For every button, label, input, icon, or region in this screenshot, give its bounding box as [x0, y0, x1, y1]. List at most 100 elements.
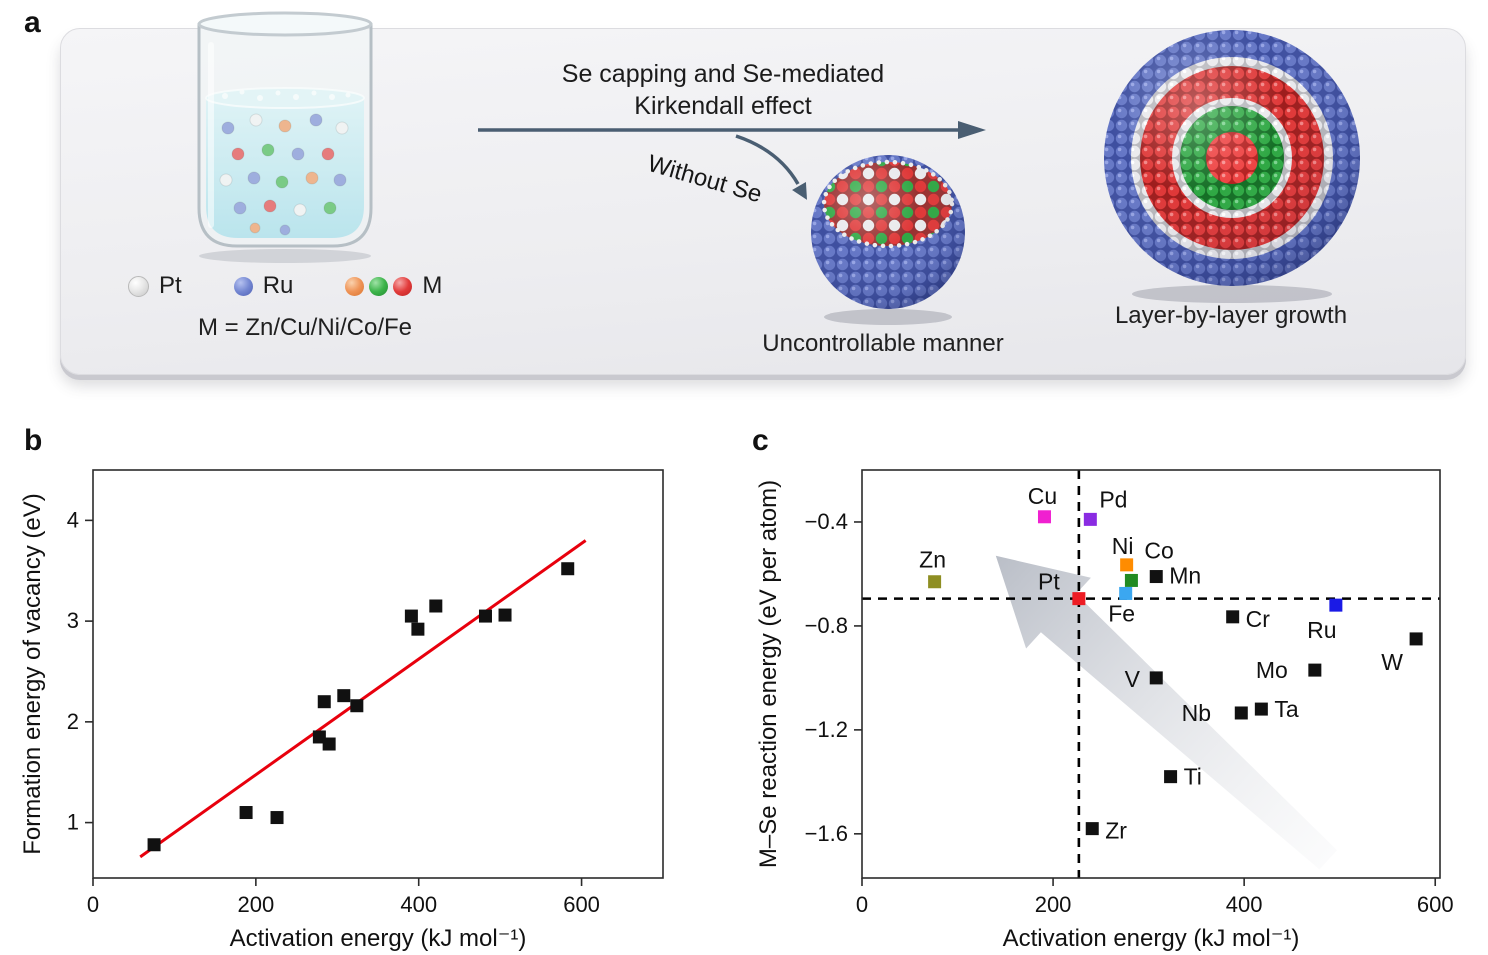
m-definition-label: M = Zn/Cu/Ni/Co/Fe: [197, 314, 413, 341]
data-point-zr: [1085, 822, 1099, 836]
reaction-arrow-caption: Se capping and Se-mediated Kirkendall ef…: [478, 58, 968, 122]
data-point-v: [1149, 671, 1163, 685]
data-point-ru: [1329, 598, 1343, 612]
data-point-mn: [1149, 570, 1163, 584]
reaction-caption-line2: Kirkendall effect: [634, 92, 812, 120]
data-point: [337, 689, 351, 703]
x-axis-label: Activation energy (kJ mol⁻¹): [230, 925, 527, 952]
surface-bubbles: [222, 89, 351, 101]
element-label-fe: Fe: [1108, 600, 1135, 626]
beaker-illustration: [197, 11, 373, 263]
x-tick-label: 600: [1417, 892, 1454, 917]
y-tick-label: −1.2: [805, 717, 848, 742]
y-tick-label: −0.8: [805, 613, 848, 638]
data-point: [322, 737, 336, 751]
x-tick-label: 200: [237, 892, 274, 917]
data-point-zn: [928, 575, 942, 589]
element-label-mn: Mn: [1169, 563, 1201, 589]
trend-arrow: [995, 555, 1337, 870]
data-point: [147, 838, 161, 852]
reaction-arrow: [478, 121, 986, 139]
layer-growth-caption: Layer-by-layer growth: [1114, 302, 1348, 329]
m-green-sphere-icon: [369, 276, 389, 296]
data-point-ti: [1164, 770, 1178, 784]
data-point-cu: [1037, 510, 1051, 524]
reaction-arrowhead-icon: [958, 121, 986, 139]
panel-a-legend: Pt Ru M: [128, 272, 442, 300]
data-point: [404, 609, 418, 623]
x-axis-label: Activation energy (kJ mol⁻¹): [1003, 925, 1300, 952]
y-tick-label: −1.6: [805, 821, 848, 846]
panel-a-graphics: [197, 11, 1360, 325]
layered-particle-illustration: [1104, 30, 1360, 303]
element-label-w: W: [1381, 649, 1403, 675]
data-point: [411, 622, 425, 636]
element-label-zr: Zr: [1105, 818, 1127, 844]
legend-m-label: M: [422, 272, 443, 299]
data-point-ta: [1254, 702, 1268, 716]
data-point-nb: [1234, 706, 1248, 720]
data-point: [239, 806, 253, 820]
element-label-cr: Cr: [1246, 606, 1271, 632]
element-label-pd: Pd: [1099, 486, 1127, 512]
data-point: [312, 730, 326, 744]
x-tick-label: 0: [856, 892, 868, 917]
uncontrollable-caption: Uncontrollable manner: [762, 330, 1004, 357]
data-point-co: [1124, 573, 1138, 587]
pt-sphere-icon: [128, 275, 149, 297]
element-label-ni: Ni: [1112, 533, 1134, 559]
y-tick-label: 2: [67, 709, 79, 734]
x-tick-label: 400: [400, 892, 437, 917]
plot-frame: [92, 469, 664, 879]
legend-ru-label: Ru: [262, 272, 294, 299]
data-point: [270, 811, 284, 825]
element-label-mo: Mo: [1256, 657, 1288, 683]
data-point: [498, 608, 512, 622]
data-point-cr: [1226, 610, 1240, 624]
data-point-fe: [1119, 586, 1133, 600]
element-label-ta: Ta: [1274, 696, 1299, 722]
x-tick-label: 200: [1035, 892, 1072, 917]
y-tick-label: 1: [67, 810, 79, 835]
data-point-pd: [1083, 512, 1097, 526]
data-point-mo: [1308, 663, 1322, 677]
y-tick-label: −0.4: [805, 509, 848, 534]
element-label-ru: Ru: [1307, 617, 1336, 643]
data-point: [478, 609, 492, 623]
precursor-spheres: [219, 113, 349, 236]
m-orange-sphere-icon: [345, 276, 365, 296]
uncontrolled-particle-illustration: [811, 155, 965, 325]
data-point-w: [1409, 632, 1423, 646]
panel-a-label: a: [24, 6, 41, 39]
reaction-caption-line1: Se capping and Se-mediated: [561, 60, 885, 88]
x-tick-label: 600: [563, 892, 600, 917]
ru-sphere-icon: [233, 276, 253, 296]
fit-line: [139, 539, 587, 859]
without-se-arrowhead-icon: [792, 182, 807, 200]
y-tick-label: 3: [67, 608, 79, 633]
data-point-pt: [1072, 592, 1086, 606]
x-tick-label: 400: [1226, 892, 1263, 917]
element-label-nb: Nb: [1182, 700, 1211, 726]
element-label-ti: Ti: [1184, 764, 1202, 790]
data-point-ni: [1120, 558, 1134, 572]
y-axis-label: M–Se reaction energy (eV per atom): [755, 480, 782, 868]
element-label-v: V: [1125, 666, 1141, 692]
legend-item-m: M: [345, 272, 442, 300]
panel-c-label: c: [752, 424, 769, 457]
element-label-zn: Zn: [919, 547, 946, 573]
data-point: [429, 599, 443, 613]
element-label-cu: Cu: [1028, 483, 1057, 509]
x-tick-label: 0: [87, 892, 99, 917]
panel-b-label: b: [24, 424, 43, 457]
y-tick-label: 4: [67, 507, 79, 532]
legend-item-ru: Ru: [233, 272, 294, 300]
without-se-arrow: [735, 134, 807, 200]
data-point: [317, 695, 331, 709]
data-point: [561, 562, 575, 576]
legend-item-pt: Pt: [128, 272, 182, 300]
y-axis-label: Formation energy of vacancy (eV): [20, 493, 46, 855]
